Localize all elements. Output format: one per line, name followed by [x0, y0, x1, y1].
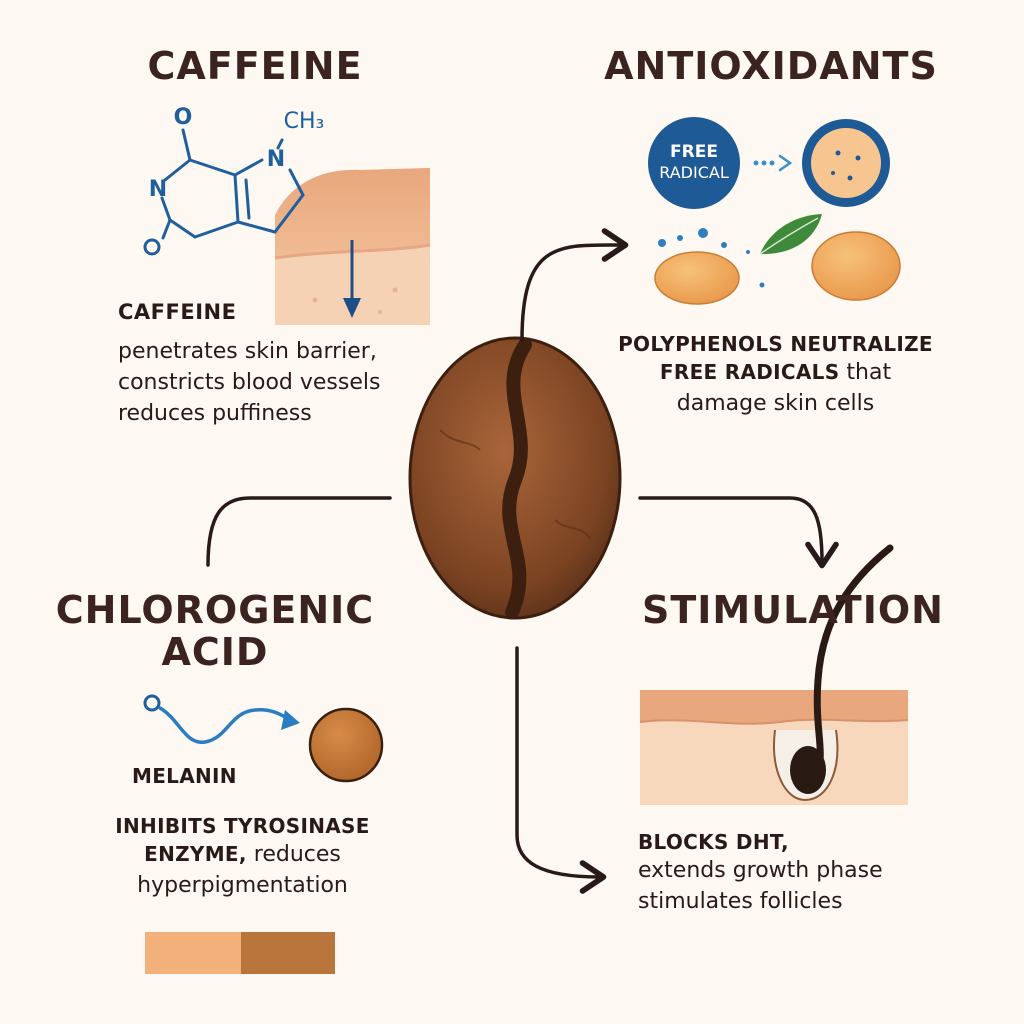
free-radical-icon [648, 117, 740, 209]
chlorogenic-line-2-bold: ENZYME, [144, 842, 247, 866]
dotted-arrow-icon [753, 154, 793, 172]
damaged-cell-icon [802, 119, 890, 207]
leaf-icon [759, 214, 822, 255]
arrow-to-stimulation [638, 496, 839, 569]
melanin-granule-icon [308, 707, 384, 783]
chlorogenic-title-line-2: ACID [161, 629, 269, 674]
stimulation-line-1: BLOCKS DHT, [638, 830, 789, 854]
chlorogenic-description: INHIBITS TYROSINASE ENZYME, reduces hype… [90, 812, 395, 902]
chlorogenic-line-1: INHIBITS TYROSINASE [115, 814, 370, 838]
antioxidant-particles-icon [658, 228, 765, 288]
caffeine-molecule-icon [160, 128, 305, 240]
connector-to-chlorogenic [206, 496, 392, 567]
antioxidants-title: ANTIOXIDANTS [604, 44, 938, 88]
antioxidants-line-3: damage skin cells [676, 390, 875, 416]
hair-follicle-icon [639, 544, 909, 805]
chlorogenic-molecule-icon [143, 694, 300, 744]
caffeine-subtitle: CAFFEINE [118, 300, 237, 324]
stimulation-line-3: stimulates follicles [638, 888, 843, 914]
chlorogenic-title: CHLOROGENIC ACID [40, 588, 390, 674]
antioxidants-line-2-rest: that [839, 360, 892, 385]
coffee-bean-icon [408, 336, 622, 620]
stimulation-line-2: extends growth phase [638, 858, 883, 883]
caffeine-atom-o-top: O [174, 105, 193, 130]
stimulation-description: BLOCKS DHT, extends growth phase stimula… [638, 828, 958, 918]
stimulation-title: STIMULATION [642, 588, 944, 632]
oxygen-atom-icon [143, 238, 161, 256]
melanin-label: MELANIN [132, 764, 237, 788]
arrow-to-antioxidants [520, 228, 629, 342]
caffeine-atom-n-left: N [149, 177, 167, 202]
skin-tone-swatch-icon [145, 932, 335, 974]
chlorogenic-line-3: hyperpigmentation [137, 872, 348, 898]
caffeine-line-3: reduces puffiness [118, 400, 312, 426]
healthy-cell-icon [654, 231, 901, 305]
arrow-to-stimulation-text [515, 646, 607, 894]
caffeine-line-2: constricts blood vessels [118, 369, 381, 395]
chlorogenic-line-2-rest: reduces [246, 842, 341, 867]
caffeine-line-1: penetrates skin barrier, [118, 339, 377, 364]
free-radical-badge-line2: RADICAL [659, 163, 729, 182]
connector-arrows [206, 228, 839, 894]
antioxidants-line-1: POLYPHENOLS NEUTRALIZE [618, 332, 933, 356]
caffeine-title: CAFFEINE [147, 44, 363, 88]
caffeine-atom-n-right: N [267, 147, 285, 172]
antioxidants-line-2-bold: FREE RADICALS [659, 360, 840, 384]
free-radical-badge-line1: FREE [670, 142, 718, 162]
caffeine-methyl-label: CH₃ [284, 109, 325, 134]
antioxidants-description: POLYPHENOLS NEUTRALIZE FREE RADICALS tha… [608, 330, 943, 420]
caffeine-description: penetrates skin barrier, constricts bloo… [118, 337, 418, 429]
skin-layer-icon [274, 168, 431, 325]
chlorogenic-title-line-1: CHLOROGENIC [55, 588, 375, 632]
